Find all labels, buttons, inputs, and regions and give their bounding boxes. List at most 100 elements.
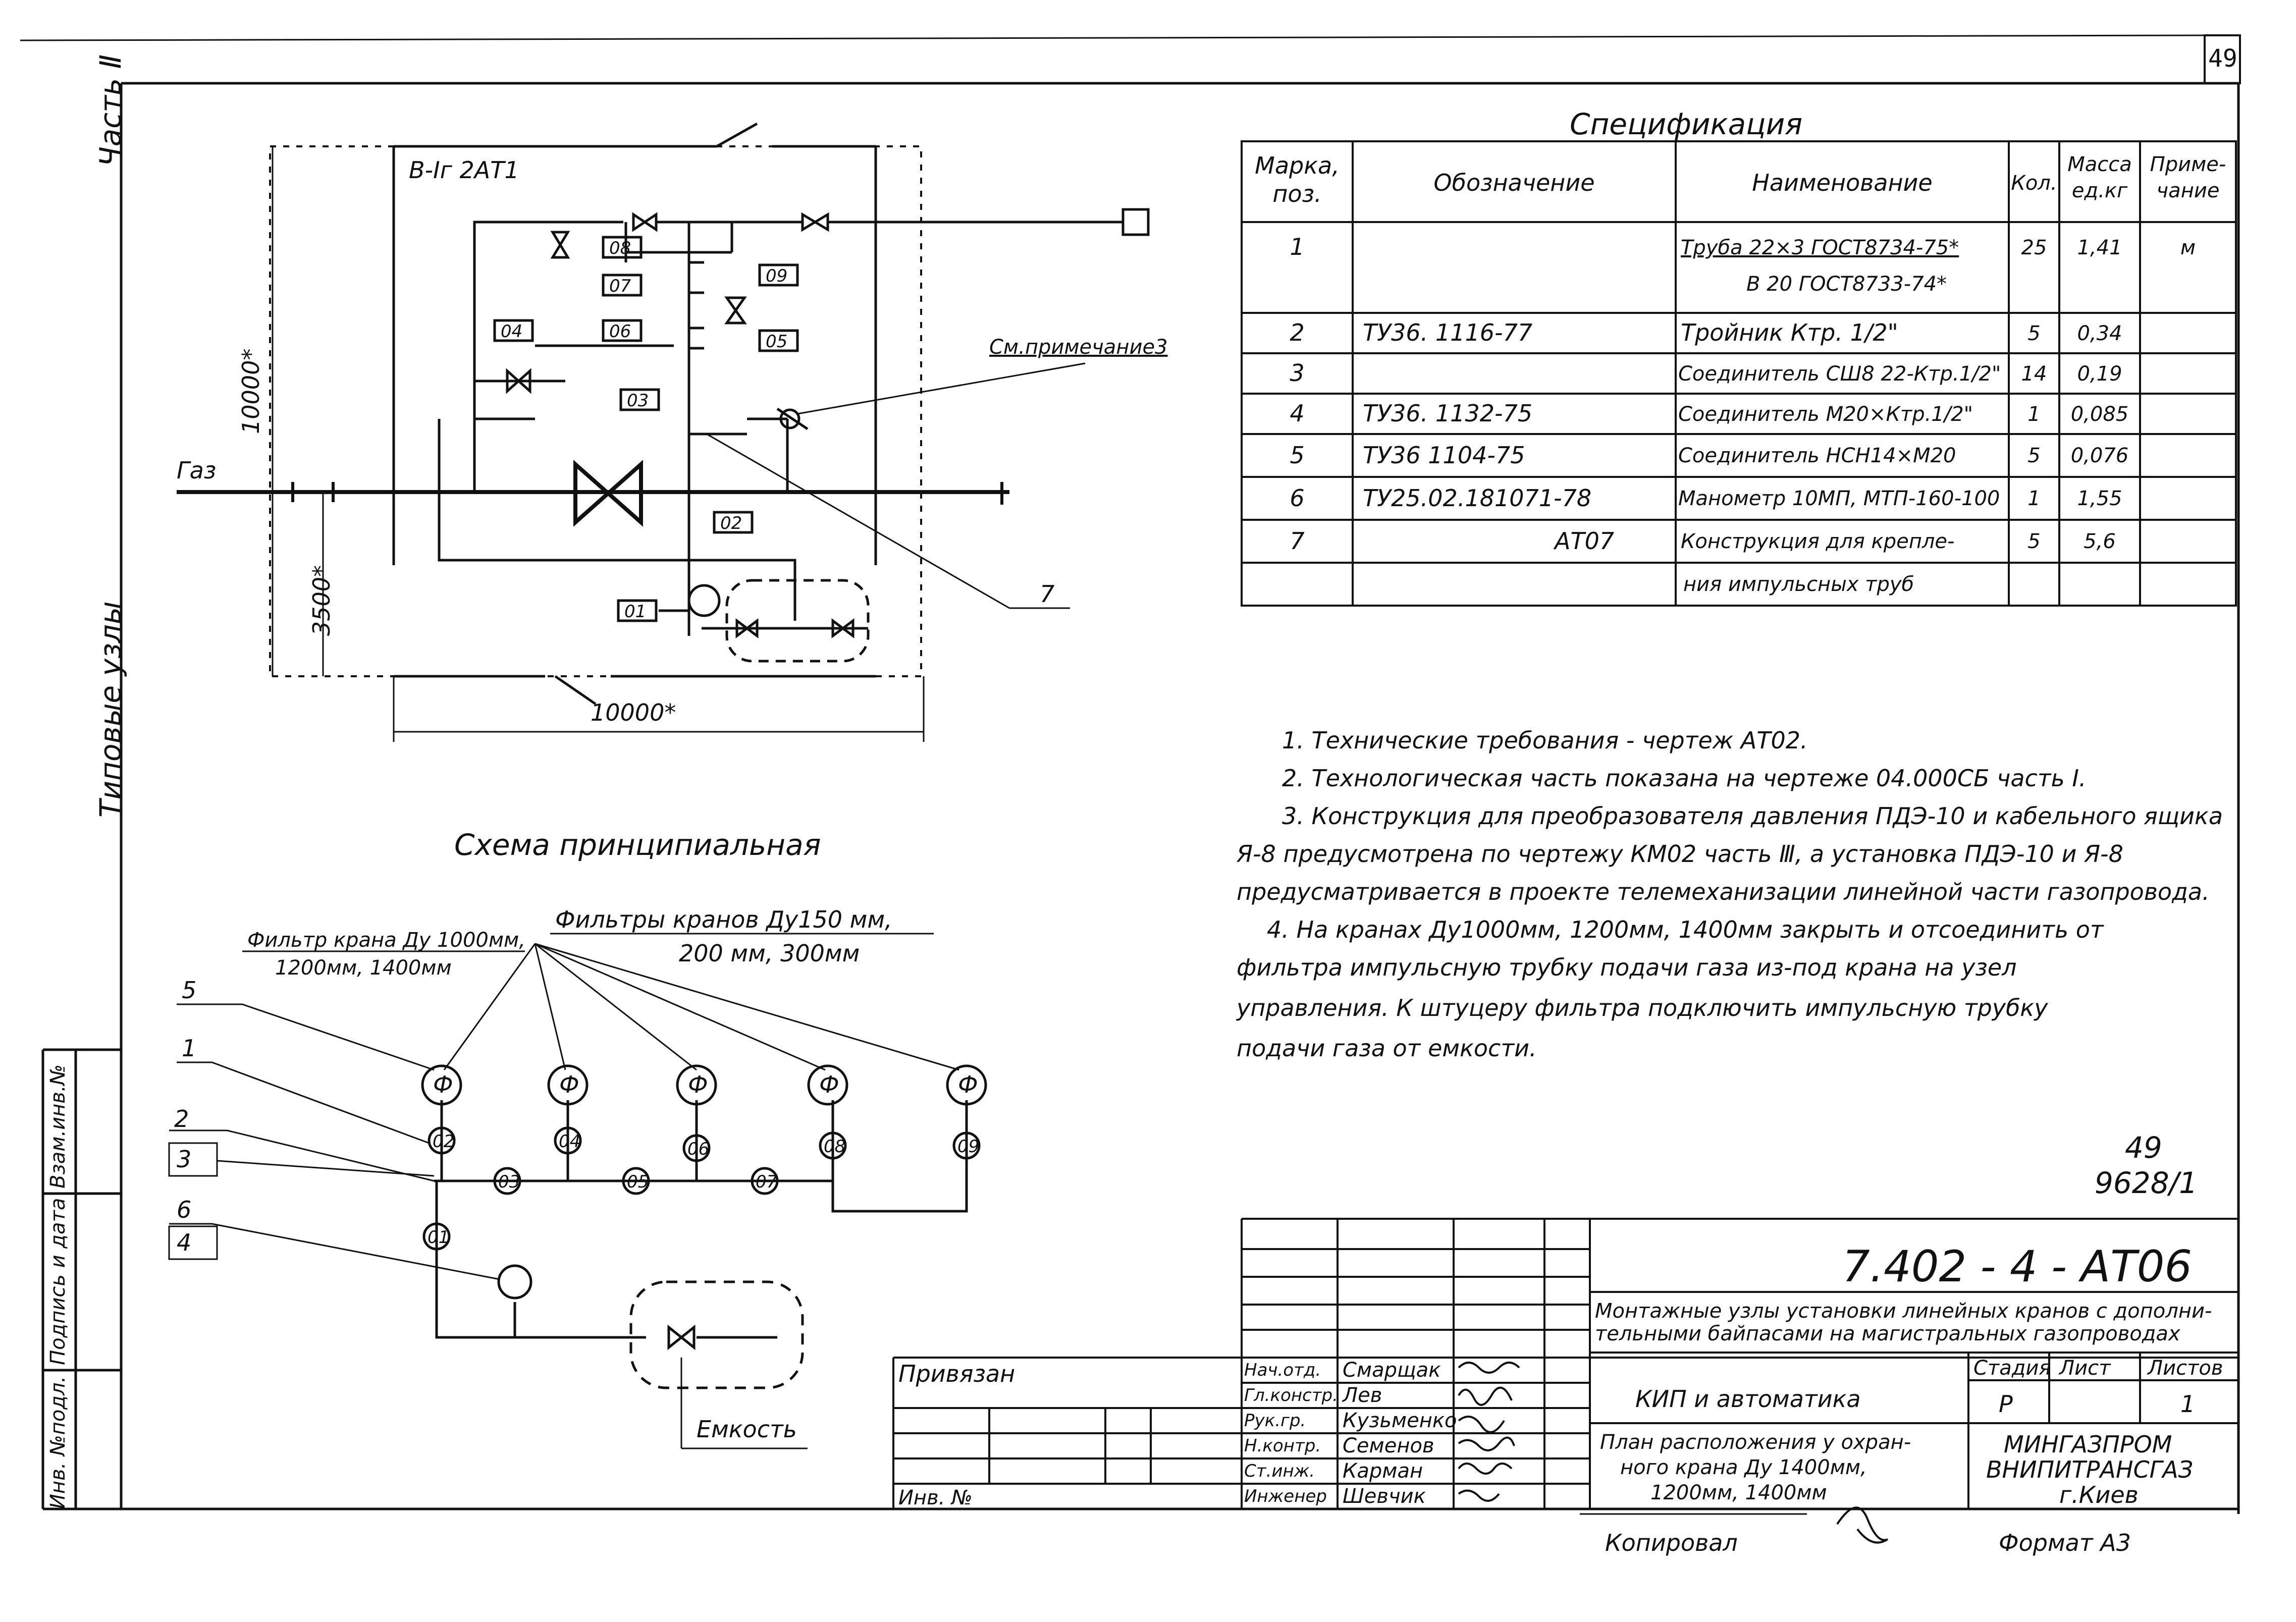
spec-header-designation: Обозначение	[1433, 169, 1595, 196]
sheet-ref-top: 49	[2125, 1130, 2162, 1165]
drawing-name-line-3: 1200мм, 1400мм	[1650, 1481, 1827, 1504]
spec-cell: Соединитель НСН14×М20	[1678, 444, 1956, 467]
copied-label: Копировал	[1605, 1529, 1738, 1556]
spec-cell: м	[2180, 236, 2196, 259]
spec-cell: Манометр 10МП, МТП-160-100	[1678, 487, 2000, 510]
callout-7: 7	[1040, 580, 1055, 608]
scheme-caption: Схема принципиальная	[454, 828, 821, 862]
callout-4: 4	[177, 1229, 192, 1256]
callout-2: 2	[174, 1105, 189, 1132]
filter-label-2-line1: Фильтры кранов Ду150 мм,	[555, 906, 892, 933]
drawing-name-line-1: План расположения у охран-	[1600, 1431, 1911, 1454]
note-line-9: подачи газа от емкости.	[1237, 1035, 1537, 1062]
spec-cell: 25	[2021, 236, 2047, 259]
role-4: Н.контр.	[1244, 1436, 1321, 1456]
node-04: 04	[559, 1131, 581, 1152]
spec-cell: ния импульсных труб	[1683, 573, 1914, 596]
callout-1: 1	[182, 1035, 197, 1062]
spec-cell: Труба 22×3 ГОСТ8734-75*	[1681, 236, 1959, 259]
sheet-value: 1	[2180, 1390, 2196, 1418]
spec-cell: 3	[1290, 359, 1305, 387]
note-line-5: предусматривается в проекте телемеханиза…	[1237, 878, 2210, 905]
note-line-7: фильтра импульсную трубку подачи газа из…	[1237, 954, 2017, 981]
title-block-grid	[892, 1218, 2238, 1515]
tag-04: 04	[501, 321, 523, 342]
spec-cell: 14	[2021, 362, 2047, 386]
filter-scheme	[168, 933, 987, 1449]
node-01: 01	[428, 1227, 450, 1248]
spec-cell: 1,55	[2077, 487, 2122, 510]
drawing-code: 7.402 - 4 - АТ06	[1842, 1241, 2193, 1292]
spec-header-mark: Марка, поз.	[1255, 152, 1340, 207]
spec-cell: 0,34	[2077, 322, 2122, 345]
note-line-1: 1. Технические требования - чертеж АТ02.	[1282, 727, 1808, 754]
format-label: Формат А3	[1999, 1529, 2131, 1556]
gauge-symbol: Ф	[688, 1071, 708, 1098]
spec-cell: 5	[1290, 442, 1305, 469]
gauge-symbol: Ф	[433, 1071, 453, 1098]
org-line-1: МИНГАЗПРОМ	[2004, 1431, 2172, 1458]
tag-06: 06	[609, 321, 631, 342]
callout-3: 3	[177, 1146, 192, 1173]
spec-cell: ТУ36. 1132-75	[1363, 400, 1533, 427]
name-4: Семенов	[1343, 1434, 1434, 1457]
note-line-6: 4. На кранах Ду1000мм, 1200мм, 1400мм за…	[1267, 916, 2104, 943]
stage-header: Стадия	[1973, 1357, 2051, 1380]
tag-09: 09	[766, 266, 788, 286]
tag-08: 08	[609, 238, 631, 258]
spec-cell: 5	[2027, 322, 2041, 345]
stage-value: Р	[1999, 1390, 2013, 1418]
org-line-2: ВНИПИТРАНСГАЗ	[1986, 1456, 2194, 1483]
role-5: Ст.инж.	[1244, 1461, 1315, 1481]
note-line-4: Я-8 предусмотрена по чертежу КМ02 часть …	[1237, 840, 2123, 868]
role-6: Инженер	[1244, 1486, 1327, 1506]
spec-cell: 5	[2027, 530, 2041, 553]
spec-cell: 0,076	[2070, 444, 2129, 467]
node-09: 09	[957, 1137, 980, 1157]
tag-01: 01	[624, 602, 647, 622]
spec-cell: ТУ36 1104-75	[1363, 442, 1525, 469]
spec-header-qty: Кол.	[2011, 172, 2057, 195]
description-line-1: Монтажные узлы установки линейных кранов…	[1595, 1300, 2212, 1323]
name-6: Шевчик	[1343, 1485, 1426, 1508]
gauge-symbol: Ф	[819, 1071, 839, 1098]
description-line-2: тельными байпасами на магистральных газо…	[1595, 1322, 2180, 1345]
name-3: Кузьменко	[1343, 1409, 1457, 1432]
tank-label: Емкость	[697, 1416, 797, 1443]
spec-header-note: Приме-чание	[2150, 153, 2226, 202]
spec-cell: Конструкция для крепле-	[1681, 530, 1955, 553]
filter-label-1-line1: Фильтр крана Ду 1000мм,	[247, 929, 525, 952]
inv-label: Инв. №	[898, 1486, 973, 1509]
sheet-ref-bottom: 9628/1	[2095, 1166, 2198, 1200]
spec-cell: Тройник Ктр. 1/2"	[1681, 319, 1898, 346]
role-3: Рук.гр.	[1244, 1411, 1306, 1431]
spec-cell: 1	[2027, 403, 2041, 426]
node-05: 05	[627, 1172, 649, 1192]
spec-cell: 5	[2027, 444, 2041, 467]
role-1: Нач.отд.	[1244, 1360, 1321, 1380]
section-label: КИП и автоматика	[1635, 1385, 1861, 1413]
note-line-2: 2. Технологическая часть показана на чер…	[1282, 765, 2087, 792]
sheet-border	[20, 34, 2241, 1514]
spec-title: Спецификация	[1570, 107, 1803, 141]
spec-cell: ТУ25.02.181071-78	[1363, 484, 1592, 512]
sheet-header: Лист	[2059, 1357, 2111, 1380]
node-06: 06	[687, 1139, 710, 1159]
spec-header-mass: Масса ед.кг	[2067, 153, 2132, 202]
node-03: 03	[498, 1172, 520, 1192]
gauge-symbol: Ф	[958, 1071, 978, 1098]
node-07: 07	[756, 1172, 778, 1192]
spec-header-name: Наименование	[1752, 169, 1933, 196]
side-stamp	[41, 1048, 121, 1509]
note-reference: См.примечание3	[989, 336, 1168, 359]
tag-07: 07	[609, 276, 631, 296]
name-1: Смарщак	[1343, 1359, 1441, 1382]
spec-cell: 6	[1290, 484, 1305, 512]
callout-5: 5	[182, 977, 197, 1004]
note-line-3: 3. Конструкция для преобразователя давле…	[1282, 802, 2223, 830]
name-2: Лев	[1343, 1384, 1382, 1407]
spec-cell: 2	[1290, 319, 1305, 346]
filter-label-2-line2: 200 мм, 300мм	[679, 940, 860, 967]
